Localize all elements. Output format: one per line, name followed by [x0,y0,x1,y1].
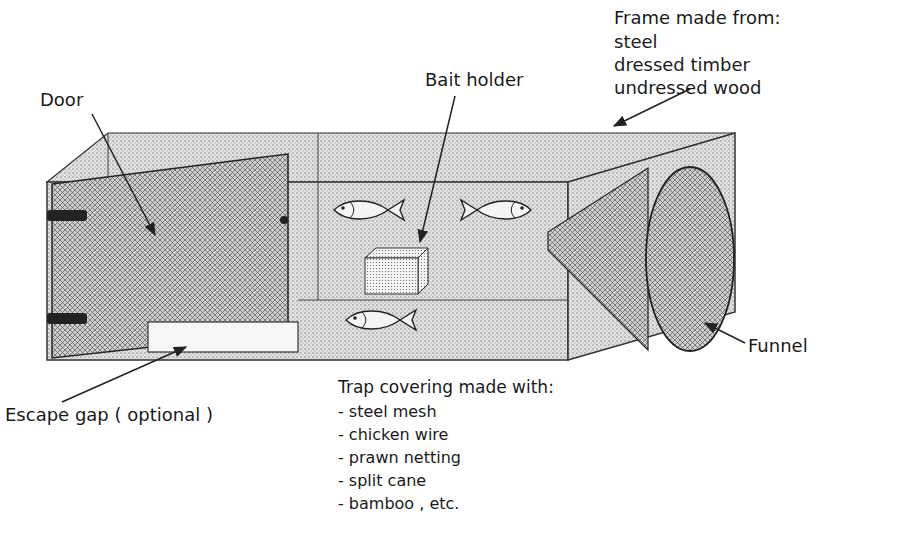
label: - steel mesh [338,403,437,421]
funnel-cone [548,168,648,350]
label: undressed wood [614,78,761,99]
funnel-mouth [646,167,734,351]
label: Bait holder [425,70,523,91]
escape-gap [148,322,298,352]
bait-holder [418,248,428,294]
frame-line [108,133,109,182]
leader-line [62,347,186,402]
label: Escape gap ( optional ) [5,405,213,426]
bait-holder [365,248,428,258]
label: dressed timber [614,55,750,76]
label: steel [614,32,658,53]
door-catch [280,216,288,224]
fish [346,310,416,330]
fish [461,200,531,220]
label: - prawn netting [338,449,461,467]
label: Frame made from: [614,8,781,29]
fish [334,200,404,220]
label: Door [40,90,83,111]
label: Trap covering made with: [338,378,554,398]
frame-line [318,133,319,300]
hinge [47,210,87,221]
leader-line [705,323,745,343]
label: - bamboo , etc. [338,495,459,513]
leader-line [92,114,155,235]
label: Funnel [748,336,808,357]
label: - chicken wire [338,426,448,444]
label: - split cane [338,472,426,490]
frame-line [298,300,568,301]
leader-line [420,96,455,242]
bait-holder [365,258,418,294]
hinge [47,313,87,324]
